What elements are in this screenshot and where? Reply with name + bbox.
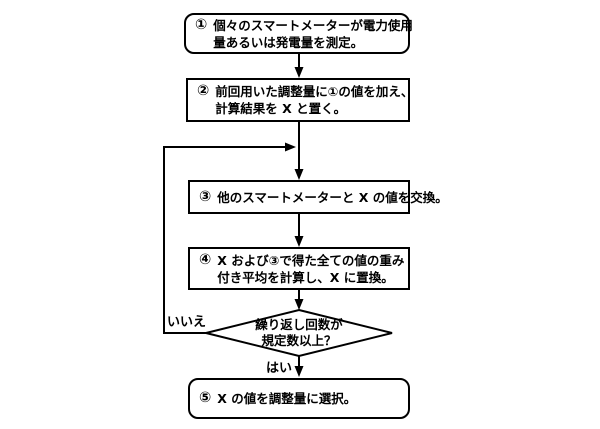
step3-number: ③ (199, 188, 212, 205)
node-step2: ② 前回用いた調整量に①の値を加え、 計算結果を X と置く。 (186, 78, 413, 122)
arrowhead-step3-step4 (294, 236, 304, 247)
edge-loop-no (163, 146, 286, 334)
step2-text: 前回用いた調整量に①の値を加え、 計算結果を X と置く。 (215, 83, 413, 117)
step1-line1: 個々のスマートメーターが電力使用 (213, 17, 413, 33)
step5-content: ⑤ X の値を調整量に選択。 (199, 390, 356, 407)
node-step1: ① 個々のスマートメーターが電力使用 量あるいは発電量を測定。 (184, 13, 413, 54)
step2-line2: 計算結果を X と置く。 (215, 101, 347, 116)
step4-content: ④ X および③で得た全ての値の重み 付き平均を計算し、X に置換。 (199, 252, 404, 286)
step4-text: X および③で得た全ての値の重み 付き平均を計算し、X に置換。 (217, 252, 404, 286)
step5-text: X の値を調整量に選択。 (217, 390, 356, 407)
node-step3: ③ 他のスマートメーターと X の値を交換。 (188, 180, 448, 214)
decision-diamond-shape (205, 308, 393, 358)
node-step4: ④ X および③で得た全ての値の重み 付き平均を計算し、X に置換。 (188, 247, 410, 290)
node-step5: ⑤ X の値を調整量に選択。 (188, 378, 410, 419)
step1-content: ① 個々のスマートメーターが電力使用 量あるいは発電量を測定。 (195, 17, 413, 51)
step4-number: ④ (199, 251, 212, 268)
step3-line1: 他のスマートメーターと X の値を交換。 (217, 189, 448, 205)
edge-label-yes: はい (265, 361, 292, 376)
step5-number: ⑤ (199, 390, 212, 406)
step1-text: 個々のスマートメーターが電力使用 量あるいは発電量を測定。 (213, 17, 413, 51)
step5-line1: X の値を調整量に選択。 (217, 391, 357, 406)
arrowhead-step1-step2 (294, 67, 304, 78)
arrowhead-step2-step3 (294, 169, 304, 180)
step2-line1: 前回用いた調整量に①の値を加え、 (215, 84, 414, 99)
step1-line2: 量あるいは発電量を測定。 (213, 34, 364, 50)
step4-line1: X および③で得た全ての値の重み (217, 252, 405, 268)
step4-line2: 付き平均を計算し、X に置換。 (217, 269, 394, 285)
arrowhead-loop-merge (285, 142, 296, 152)
step2-content: ② 前回用いた調整量に①の値を加え、 計算結果を X と置く。 (197, 83, 413, 117)
arrowhead-decision-step5 (294, 366, 304, 377)
node-decision: 繰り返し回数が 規定数以上？ (206, 310, 392, 356)
decision-line2: 規定数以上？ (261, 333, 337, 348)
step3-content: ③ 他のスマートメーターと X の値を交換。 (199, 189, 448, 206)
arrowhead-step4-decision (294, 299, 304, 310)
edge-label-no: いいえ (167, 315, 207, 330)
step2-number: ② (197, 83, 210, 99)
step1-number: ① (195, 16, 208, 33)
step3-text: 他のスマートメーターと X の値を交換。 (217, 189, 447, 206)
decision-line1: 繰り返し回数が (255, 317, 343, 332)
